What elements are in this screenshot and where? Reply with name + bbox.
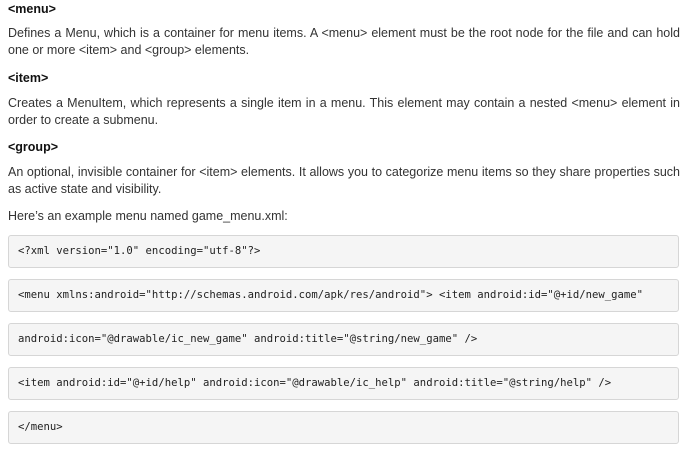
term-group: <group>	[8, 140, 59, 154]
code-block-line-1: <?xml version="1.0" encoding="utf-8"?>	[8, 235, 679, 268]
term-item: <item>	[8, 71, 49, 85]
code-block-line-2: <menu xmlns:android="http://schemas.andr…	[8, 279, 679, 312]
code-block-line-3: android:icon="@drawable/ic_new_game" and…	[8, 323, 679, 356]
description-item: Creates a MenuItem, which represents a s…	[8, 96, 680, 127]
example-intro: Here’s an example menu named game_menu.x…	[8, 209, 288, 223]
code-block-line-4: <item android:id="@+id/help" android:ico…	[8, 367, 679, 400]
code-block-line-5: </menu>	[8, 411, 679, 444]
description-menu: Defines a Menu, which is a container for…	[8, 26, 680, 57]
description-group: An optional, invisible container for <it…	[8, 165, 680, 196]
term-menu: <menu>	[8, 2, 56, 16]
